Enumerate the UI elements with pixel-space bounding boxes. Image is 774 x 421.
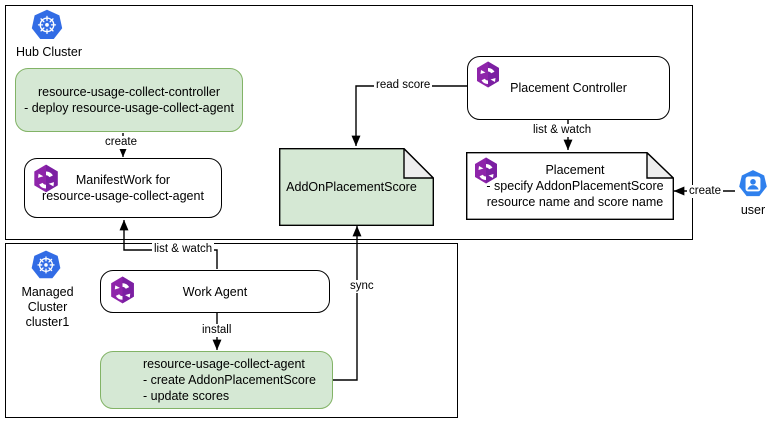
managed-cluster-frame	[5, 243, 458, 418]
edge-list-watch-placement-label: list & watch	[531, 124, 594, 137]
placement-sync-hexagon-icon	[470, 156, 502, 188]
node-resource-usage-collect-controller[interactable]: resource-usage-collect-controller - depl…	[15, 68, 243, 132]
work-agent-sync-hexagon-icon	[106, 275, 139, 308]
user-label: user	[740, 203, 766, 217]
node-manifestwork[interactable]: ManifestWork for resource-usage-collect-…	[24, 158, 222, 218]
addon-placement-score-shape	[279, 147, 435, 226]
node-placement-controller-label: Placement Controller	[510, 81, 627, 95]
manifestwork-sync-hexagon-icon	[29, 163, 63, 197]
node-addon-placement-score[interactable]: AddOnPlacementScore	[279, 147, 435, 226]
node-manifestwork-label: ManifestWork for resource-usage-collect-…	[42, 173, 204, 203]
edge-list-watch-manifestwork-label: list & watch	[152, 243, 215, 256]
edge-sync-score-label: sync	[348, 280, 376, 293]
hub-cluster-label: Hub Cluster	[16, 45, 82, 59]
hub-cluster-kubernetes-icon	[29, 8, 65, 44]
node-resource-usage-collect-agent[interactable]: resource-usage-collect-agent - create Ad…	[100, 351, 333, 409]
placement-shape	[466, 151, 676, 220]
node-work-agent[interactable]: Work Agent	[100, 270, 330, 313]
node-resource-usage-collect-controller-label: resource-usage-collect-controller - depl…	[24, 85, 234, 115]
placement-controller-sync-hexagon-icon	[472, 60, 504, 92]
edge-read-score-label: read score	[374, 79, 433, 92]
managed-cluster-kubernetes-icon	[29, 249, 63, 283]
managed-cluster-label: Managed Cluster cluster1	[21, 285, 74, 329]
user-icon[interactable]	[736, 168, 770, 202]
node-work-agent-label: Work Agent	[182, 284, 248, 299]
edge-create-manifestwork-label: create	[103, 136, 139, 149]
node-resource-usage-collect-agent-label: resource-usage-collect-agent - create Ad…	[142, 357, 317, 403]
node-addon-placement-score-label: AddOnPlacementScore	[286, 180, 417, 194]
node-placement-controller[interactable]: Placement Controller	[467, 56, 670, 120]
edge-install-agent-label: install	[200, 324, 234, 337]
node-placement-label: Placement - specify AddonPlacementScore …	[486, 163, 664, 209]
node-placement[interactable]: Placement - specify AddonPlacementScore …	[466, 151, 676, 220]
edge-create-placement-label: create	[687, 185, 723, 198]
